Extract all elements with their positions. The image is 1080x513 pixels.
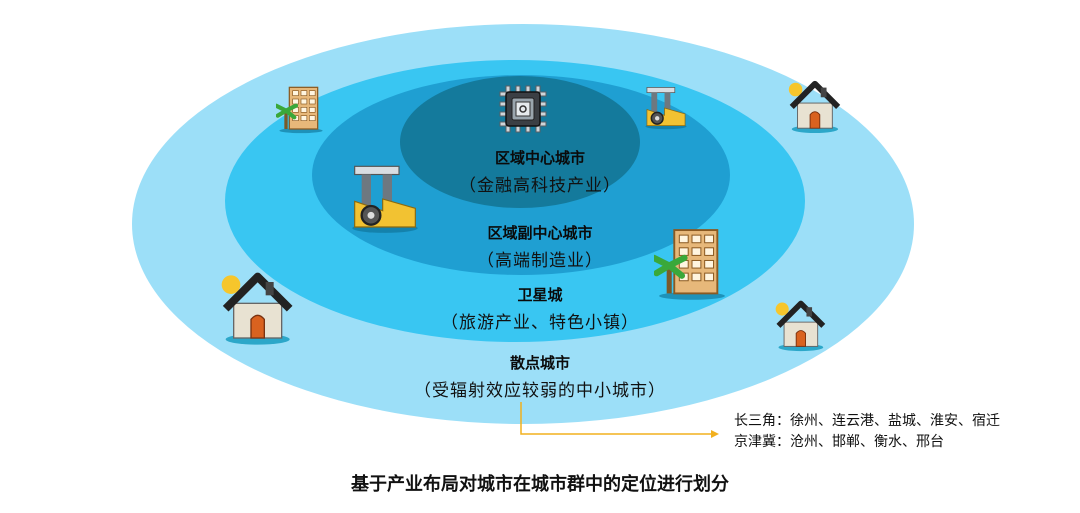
tier-scattered-title: 散点城市 [509, 354, 570, 372]
tier-sub-center-desc: （高端制造业） [477, 251, 603, 271]
tier-scattered-label: 散点城市 （受辐射效应较弱的中小城市） [0, 352, 1080, 401]
office-building-icon [276, 86, 323, 134]
tier-sub-center-title: 区域副中心城市 [487, 224, 593, 242]
tier-center-desc: （金融高科技产业） [459, 176, 621, 196]
figure-caption: 基于产业布局对城市在城市群中的定位进行划分 [351, 474, 729, 495]
tier-center-label: 区域中心城市 （金融高科技产业） [0, 147, 1080, 196]
tier-center-title: 区域中心城市 [494, 149, 585, 167]
tier-satellite-title: 卫星城 [517, 286, 563, 304]
connector-arrow [520, 402, 719, 438]
tier-satellite-desc: （旅游产业、特色小镇） [441, 313, 639, 333]
house-icon [775, 300, 826, 352]
office-building-icon [654, 229, 725, 300]
example-yangtze-delta: 长三角：徐州、连云港、盐城、淮安、宿迁 [734, 413, 1000, 429]
tier-scattered-desc: （受辐射效应较弱的中小城市） [414, 381, 666, 401]
tier-satellite-label: 卫星城 （旅游产业、特色小镇） [0, 284, 1080, 333]
house-icon [221, 272, 293, 345]
factory-icon [352, 165, 418, 233]
chip-icon [499, 85, 547, 133]
factory-icon [645, 87, 687, 130]
tier-sub-center-label: 区域副中心城市 （高端制造业） [0, 222, 1080, 271]
example-jing-jin-ji: 京津冀：沧州、邯郸、衡水、邢台 [734, 434, 944, 450]
house-icon [788, 80, 841, 134]
